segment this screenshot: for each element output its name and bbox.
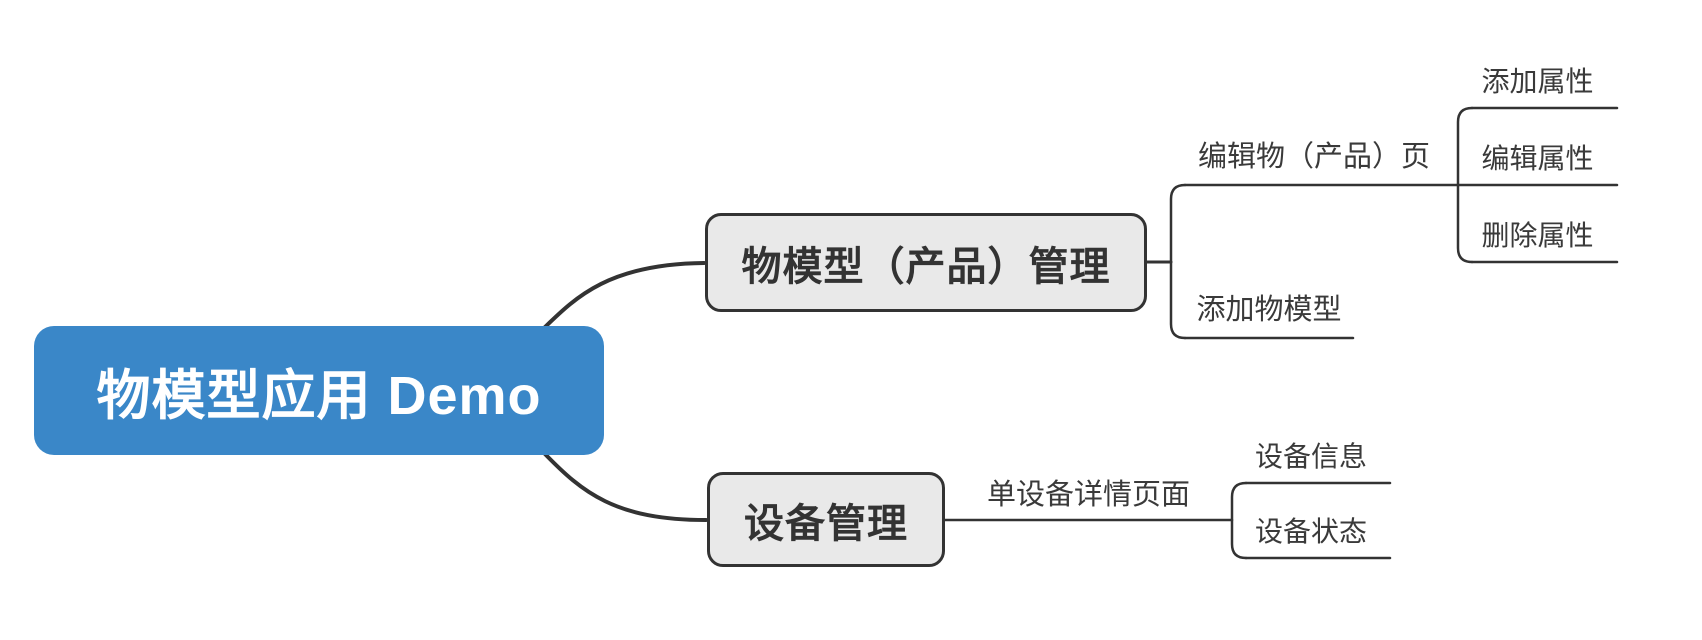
connector-root-to-product	[541, 261, 706, 331]
root-topic[interactable]: 物模型应用 Demo	[34, 326, 604, 455]
leaf-device-state[interactable]: 设备状态	[1254, 516, 1367, 547]
subtopic-edit-product-page[interactable]: 编辑物（产品）页	[1197, 141, 1430, 173]
leaf-add-attribute[interactable]: 添加属性	[1481, 66, 1594, 97]
leaf-device-info[interactable]: 设备信息	[1254, 441, 1367, 472]
leaf-delete-attribute[interactable]: 删除属性	[1481, 220, 1594, 251]
leaf-edit-attribute[interactable]: 编辑属性	[1481, 143, 1594, 174]
connector-product-bracket	[1169, 183, 1187, 340]
topic-device-management[interactable]: 设备管理	[707, 472, 945, 567]
subtopic-device-detail-page[interactable]: 单设备详情页面	[986, 479, 1190, 511]
topic-product-management[interactable]: 物模型（产品）管理	[705, 213, 1147, 312]
subtopic-add-thing-model[interactable]: 添加物模型	[1196, 294, 1342, 326]
connector-root-to-device	[543, 452, 708, 522]
